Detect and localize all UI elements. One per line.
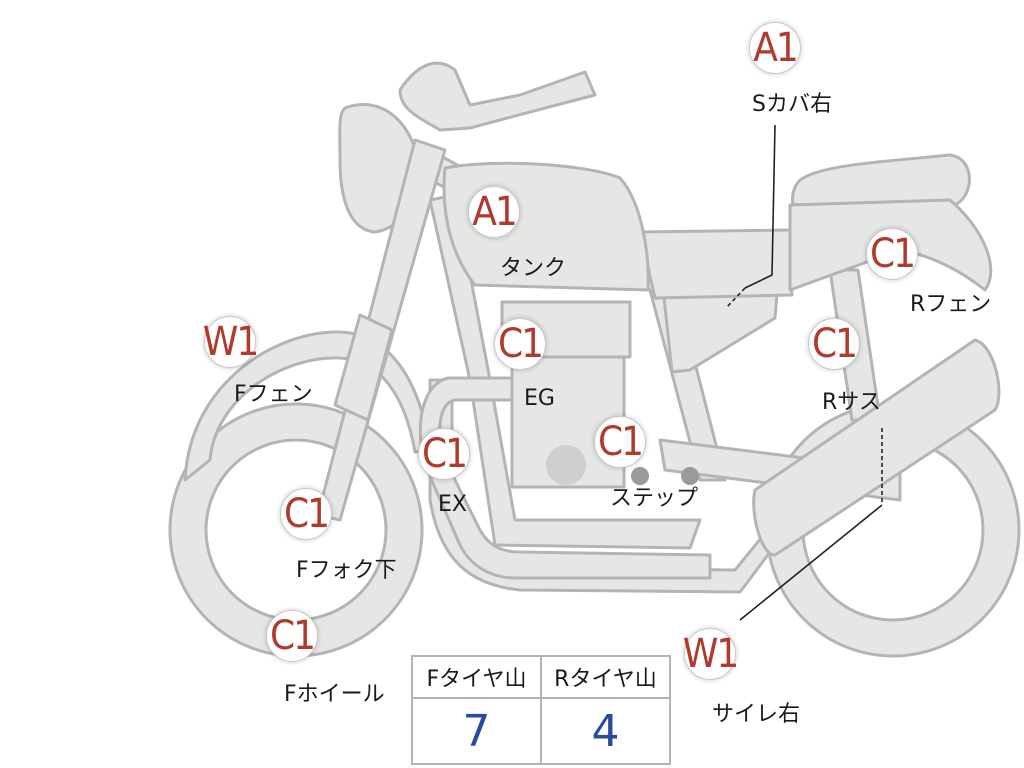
grade-marker-tank: A1 <box>468 186 520 238</box>
part-label-tank: タンク <box>500 256 567 281</box>
part-label-front-fender: Fフェン <box>234 382 313 407</box>
grade-marker-front-fork-lower: C1 <box>280 488 332 540</box>
muffler <box>752 338 1001 557</box>
part-label-front-fork-lower: Fフォク下 <box>296 558 397 583</box>
tread-table-value-row: 7 4 <box>411 697 671 765</box>
grade-marker-front-wheel: C1 <box>266 610 318 662</box>
leader-silencer <box>739 504 883 621</box>
part-label-front-wheel: Fホイール <box>284 682 385 707</box>
rear-tire-tread-header: Rタイヤ山 <box>540 655 671 699</box>
part-label-step: ステップ <box>610 486 699 511</box>
front-tire-tread-header: Fタイヤ山 <box>411 655 542 699</box>
tread-table-header-row: Fタイヤ山 Rタイヤ山 <box>411 655 671 699</box>
grade-marker-rear-suspension: C1 <box>808 318 860 370</box>
part-label-silencer-right: サイレ右 <box>712 702 801 727</box>
grade-marker-side-cover: A1 <box>749 22 801 74</box>
part-label-side-cover-right: Sカバ右 <box>752 92 832 117</box>
grade-marker-silencer: W1 <box>683 628 739 680</box>
leader-side-cover <box>744 124 776 289</box>
part-label-exhaust: EX <box>438 492 467 517</box>
grade-marker-exhaust: C1 <box>418 428 470 480</box>
part-label-rear-suspension: Rサス <box>822 390 881 415</box>
leader-side-cover-dash <box>725 287 746 309</box>
grade-marker-engine: C1 <box>494 318 546 370</box>
part-label-engine: EG <box>524 386 555 411</box>
seat <box>638 228 794 300</box>
part-label-rear-fender: Rフェン <box>910 292 992 317</box>
exhaust-pipe <box>418 376 712 580</box>
fork-gaiter <box>333 313 394 422</box>
grade-marker-rear-fender: C1 <box>866 228 918 280</box>
handlebar <box>398 61 597 132</box>
tire-tread-table: Fタイヤ山 Rタイヤ山 7 4 <box>411 655 671 765</box>
rear-tire-tread-value: 4 <box>540 697 671 765</box>
front-tire-tread-value: 7 <box>411 697 542 765</box>
grade-marker-front-fender: W1 <box>203 316 259 368</box>
grade-marker-step: C1 <box>594 416 646 468</box>
